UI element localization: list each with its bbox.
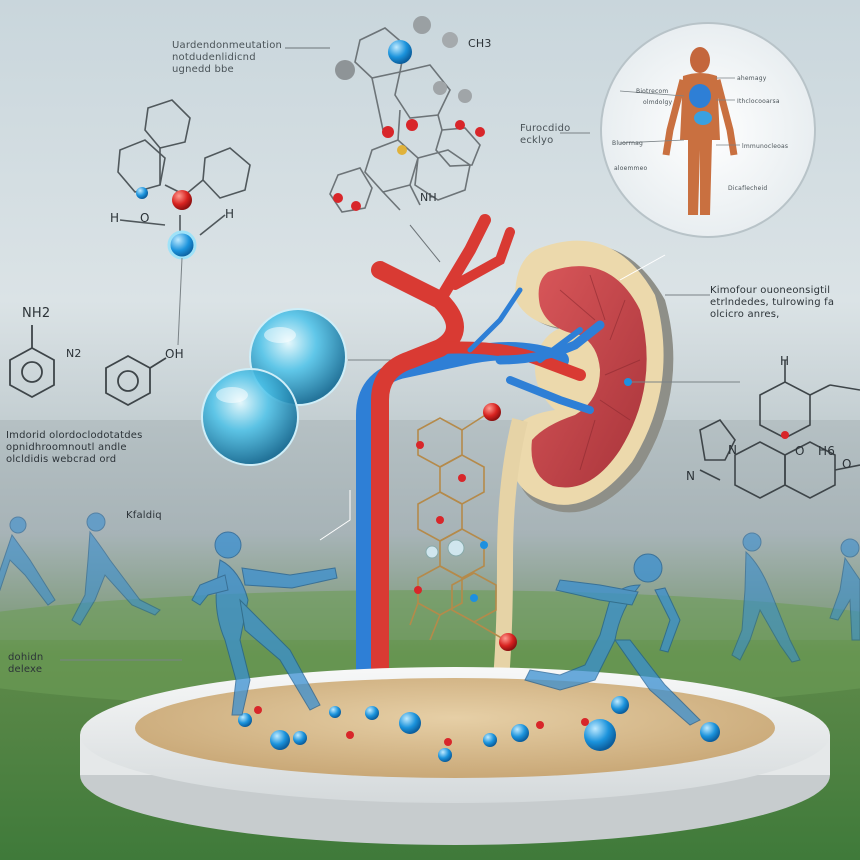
organ-blue <box>694 111 712 125</box>
atom-red <box>406 119 418 131</box>
runner-front-right <box>524 553 701 726</box>
chem-h6: H6 <box>818 444 836 458</box>
body-label: Bluorrnag <box>612 140 644 147</box>
body-label: olmdolgy <box>643 99 673 106</box>
chem-n-right: N <box>728 443 738 457</box>
atom-red <box>455 120 465 130</box>
platform <box>80 667 830 845</box>
label-line: Uardendonmeutation <box>172 40 283 51</box>
label-line: olcicro anres, <box>710 309 780 320</box>
atom-red <box>382 126 394 138</box>
label-line: ugnedd bbe <box>172 64 234 75</box>
atom-blue <box>388 40 412 64</box>
leader-line <box>319 490 351 541</box>
chem-n2: N2 <box>66 347 82 360</box>
atom-blue-glow <box>167 230 197 260</box>
label-line: notdudenlidicnd <box>172 52 256 63</box>
runner-figures <box>0 512 860 726</box>
chem-ch3-top: CH3 <box>468 37 492 50</box>
atom-blue <box>624 378 632 386</box>
molecule-left <box>117 99 251 245</box>
body-label: Biotrecom <box>636 88 669 95</box>
chem-n-far: N <box>686 469 696 483</box>
label-line: olcldidis webcrad ord <box>6 454 117 465</box>
label-line: delexe <box>8 664 43 675</box>
organ-blue <box>689 84 711 108</box>
body-label: Ithclocooarsa <box>737 98 780 105</box>
leader-line <box>409 224 441 263</box>
platform-balls <box>238 696 720 762</box>
benzene-oh <box>105 354 167 407</box>
atom-gray <box>458 89 472 103</box>
atom-red <box>172 190 192 210</box>
chem-o-right: O <box>795 444 805 458</box>
atoms-top-center <box>333 16 485 211</box>
chem-oh: OH <box>165 347 184 361</box>
kidney <box>509 240 674 513</box>
body-label: ahemagy <box>737 75 767 82</box>
chem-nh-mid: NH <box>420 191 437 204</box>
atom-blue <box>136 187 148 199</box>
atom-gray <box>335 60 355 80</box>
runner-bg-4 <box>829 538 860 641</box>
label-bottom-left: dohidn delexe <box>8 652 43 676</box>
label-line: dohidn <box>8 652 44 663</box>
atom-yellow <box>397 145 407 155</box>
chem-h-left: H <box>110 211 120 225</box>
runner-front-left <box>191 531 338 716</box>
atom-red <box>781 431 789 439</box>
head <box>690 47 710 73</box>
label-top-center: Uardendonmeutation notdudenlidicnd ugned… <box>172 40 282 76</box>
runner-bg-1 <box>0 516 56 606</box>
chem-h-left2: H <box>225 207 235 221</box>
ureter <box>492 418 528 691</box>
label-line: etrlndedes, tulrowing fa <box>710 297 835 308</box>
bubbles <box>201 308 347 466</box>
chem-o-left: O <box>140 211 150 225</box>
atom-red <box>475 127 485 137</box>
label-line: Furocdido <box>520 123 571 134</box>
bubble <box>201 368 299 466</box>
atom-red <box>351 201 361 211</box>
label-runner-left: Kfaldiq <box>126 510 162 521</box>
atom-red <box>333 193 343 203</box>
label-line: ecklyo <box>520 135 554 146</box>
body-label: lmmunocleoas <box>742 143 789 150</box>
blood-vessels <box>356 214 605 709</box>
body-label: Dicaflecheid <box>728 185 768 192</box>
runner-bg-2 <box>71 512 161 626</box>
benzene-nh2 <box>9 325 55 399</box>
molecule-top-center <box>329 27 481 213</box>
atom-gray <box>442 32 458 48</box>
runner-bg-3 <box>731 532 801 663</box>
label-kidney-caption: Kimofour ouoneonsigtil etrlndedes, tulro… <box>710 285 860 321</box>
leader-line <box>619 254 666 281</box>
label-top-right-mid: Furocdido ecklyo <box>520 123 570 147</box>
label-line: opnidhroomnoutl andle <box>6 442 127 453</box>
label-line: Kimofour ouoneonsigtil <box>710 285 831 296</box>
label-left-mid: Imdorid olordoclodotatdes opnidhroomnout… <box>6 430 166 466</box>
molecule-right <box>699 360 860 499</box>
chem-nh2: NH2 <box>22 306 51 321</box>
label-line: Imdorid olordoclodotatdes <box>6 430 143 441</box>
atom-gray <box>413 16 431 34</box>
body-diagram <box>600 22 816 238</box>
torso <box>680 73 720 215</box>
body-label: aloemmeo <box>614 165 648 172</box>
chem-h-right: H <box>780 354 790 368</box>
leader-line <box>177 257 183 346</box>
atom-gray <box>433 81 447 95</box>
chem-o-far: O <box>842 457 852 471</box>
